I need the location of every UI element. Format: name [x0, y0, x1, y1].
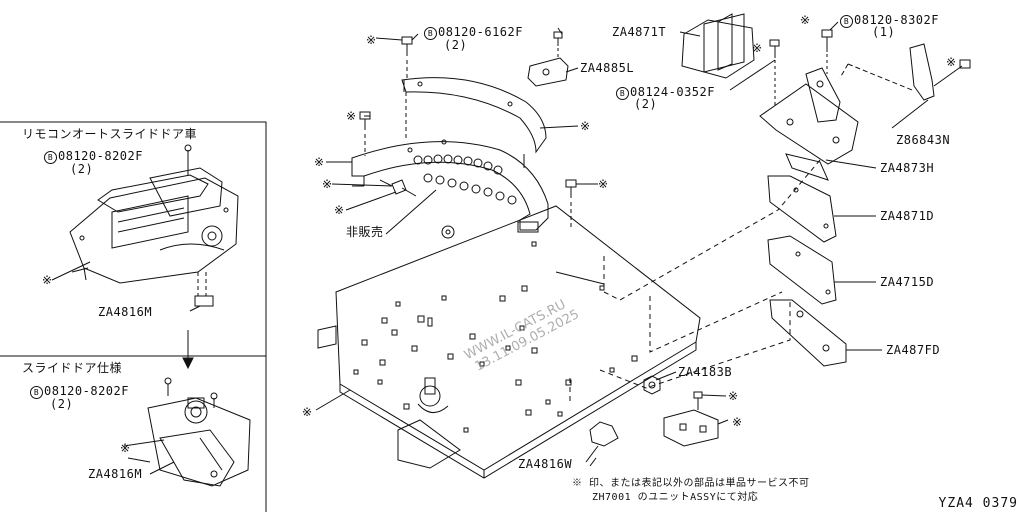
bolt-code: 08120-8202F [44, 384, 129, 398]
bolt-diagonal [379, 179, 417, 197]
part-label-za4816w: ZA4816W [518, 457, 573, 471]
bolt-qty-top: (2) [70, 162, 94, 176]
bolt-8302f [821, 29, 833, 74]
bolt-left-upper [359, 111, 371, 156]
part-label-za4715d: ZA4715D [880, 275, 935, 289]
bolt-right [565, 179, 577, 230]
sensor-z86843n [839, 43, 971, 101]
bolt-6162f [401, 36, 413, 78]
footnote-line2: ZH7001 のユニットASSYにて対応 [592, 492, 759, 503]
bracket-za4873h [759, 67, 859, 181]
note-mark: ※ [302, 405, 313, 419]
note-mark: ※ [366, 33, 377, 47]
leader-line [189, 305, 201, 312]
base-plate [317, 205, 701, 479]
bolt-qty-6162f: (2) [444, 38, 468, 52]
nut-za4183b [643, 375, 661, 395]
leader-line [123, 439, 165, 447]
note-mark: ※ [334, 203, 345, 217]
shim-za487fd [769, 299, 847, 367]
note-mark: ※ [580, 119, 591, 133]
note-mark: ※ [598, 177, 609, 191]
not-for-sale-label: 非販売 [346, 225, 384, 239]
part-label-za487fd: ZA487FD [886, 343, 941, 357]
bolt-code: 08120-6162F [438, 25, 523, 39]
note-mark: ※ [946, 55, 957, 69]
part-label-za4871d: ZA4871D [880, 209, 935, 223]
clip-za4885l [527, 31, 569, 87]
note-mark: ※ [314, 155, 325, 169]
part-label-za4885l: ZA4885L [580, 61, 635, 75]
note-mark-top: ※ [42, 273, 53, 287]
circle-b-icon: B [616, 87, 629, 100]
bolt-code: 08124-0352F [630, 85, 715, 99]
roller-balls [413, 154, 517, 205]
panel-title-remote-auto-slide-door: リモコンオートスライドドア車 [22, 127, 198, 141]
leader-line [51, 261, 91, 281]
footnote-line1: ※ 印、または表記以外の部品は単品サービス不可 [572, 478, 810, 489]
shim-za4715d [767, 235, 837, 305]
figure-id: YZA4 0379 [938, 496, 1018, 511]
bolt-code: 08120-8302F [854, 13, 939, 27]
circle-b-icon: B [44, 151, 57, 164]
note-mark: ※ [732, 415, 743, 429]
bracket-lower-right [663, 391, 719, 447]
circle-b-icon: B [30, 386, 43, 399]
dashed-guides [569, 159, 821, 402]
bolt-qty-8302f: (1) [872, 25, 896, 39]
left-panel-frame [0, 121, 267, 512]
part-label-z86843n: Z86843N [896, 133, 951, 147]
bolt-0352f [769, 39, 780, 108]
leader-line [149, 461, 175, 475]
pad-za4871t [681, 13, 755, 79]
bolt-code: 08120-8202F [58, 149, 143, 163]
note-mark: ※ [752, 41, 763, 55]
circle-b-icon: B [840, 15, 853, 28]
part-label-za4816m-bottom: ZA4816M [88, 467, 143, 481]
panel-title-slide-door-spec: スライドドア仕様 [22, 361, 123, 375]
note-mark: ※ [346, 109, 357, 123]
part-label-za4871t: ZA4871T [612, 25, 667, 39]
down-arrow [182, 330, 194, 370]
note-mark: ※ [800, 13, 811, 27]
note-mark: ※ [728, 389, 739, 403]
note-mark-bottom: ※ [120, 441, 131, 455]
slide-door-motor-assembly-top [69, 144, 239, 307]
upper-arc-bracket [401, 77, 547, 168]
part-label-za4183b: ZA4183B [678, 365, 733, 379]
note-mark: ※ [322, 177, 333, 191]
part-label-za4816m-top: ZA4816M [98, 305, 153, 319]
plate-holes [353, 241, 638, 433]
bolt-qty-bottom: (2) [50, 397, 74, 411]
leader-lines-main [315, 21, 929, 467]
part-label-za4873h: ZA4873H [880, 161, 935, 175]
circle-b-icon: B [424, 27, 437, 40]
bolt-qty-0352f: (2) [634, 97, 658, 111]
bracket-za4816w [585, 421, 619, 463]
slide-door-bracket-assembly-bottom [127, 377, 251, 487]
